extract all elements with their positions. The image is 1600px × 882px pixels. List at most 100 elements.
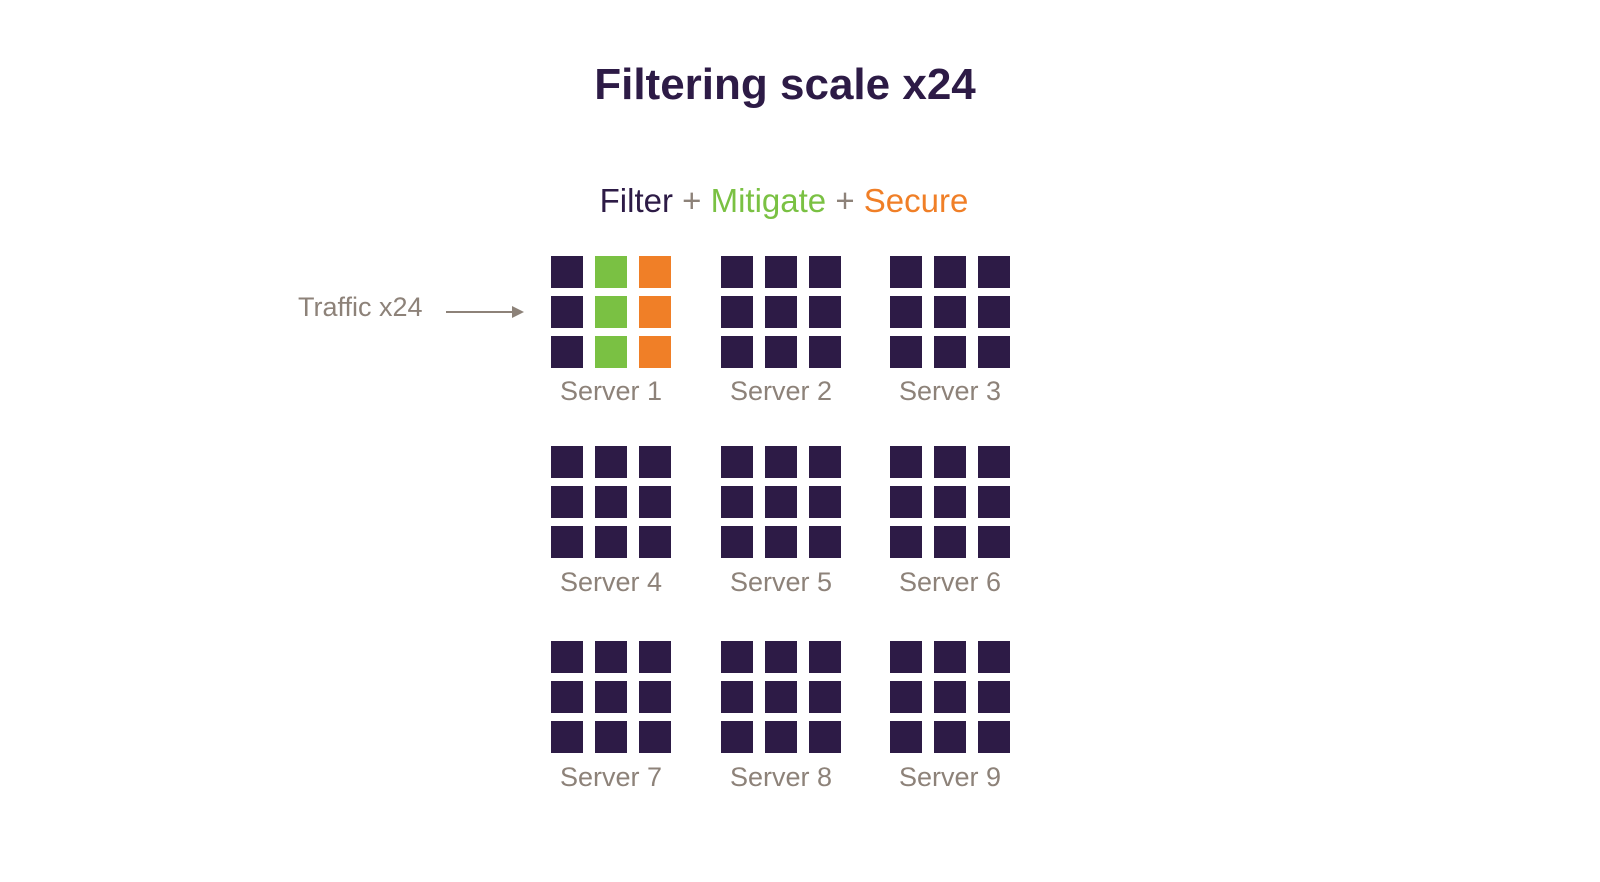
server-cell-filter xyxy=(721,256,753,288)
server-cell-filter xyxy=(978,256,1010,288)
server-cell-grid xyxy=(551,256,671,368)
server-cell-filter xyxy=(721,446,753,478)
server-cell-filter xyxy=(639,486,671,518)
traffic-label: Traffic x24 xyxy=(298,292,423,322)
server-cell-grid xyxy=(551,641,671,753)
server-cell-filter xyxy=(595,446,627,478)
server-cell-secure xyxy=(639,256,671,288)
server-cell-grid xyxy=(890,256,1010,368)
server-cell-filter xyxy=(639,446,671,478)
server-label: Server 9 xyxy=(898,762,1002,792)
server-cell-filter xyxy=(639,641,671,673)
server-1: Server 1 xyxy=(551,256,671,406)
server-cell-filter xyxy=(978,336,1010,368)
server-cell-filter xyxy=(978,721,1010,753)
server-cell-filter xyxy=(551,256,583,288)
server-cell-mitigate xyxy=(595,336,627,368)
server-cell-filter xyxy=(890,526,922,558)
server-cell-filter xyxy=(551,721,583,753)
server-cell-filter xyxy=(551,446,583,478)
server-cell-filter xyxy=(809,336,841,368)
server-cell-filter xyxy=(890,721,922,753)
server-label: Server 4 xyxy=(559,567,663,597)
diagram-title: Filtering scale x24 xyxy=(594,60,976,109)
server-cell-filter xyxy=(934,446,966,478)
server-cell-filter xyxy=(765,256,797,288)
server-cell-filter xyxy=(890,336,922,368)
server-3: Server 3 xyxy=(890,256,1010,406)
server-cell-filter xyxy=(890,256,922,288)
server-cell-filter xyxy=(595,681,627,713)
server-label: Server 5 xyxy=(729,567,833,597)
server-label: Server 6 xyxy=(898,567,1002,597)
server-cell-filter xyxy=(551,681,583,713)
server-cell-filter xyxy=(809,526,841,558)
server-cell-grid xyxy=(721,446,841,558)
server-cell-filter xyxy=(890,486,922,518)
server-cell-filter xyxy=(934,296,966,328)
server-cell-filter xyxy=(721,486,753,518)
server-cell-filter xyxy=(551,641,583,673)
server-cell-filter xyxy=(551,486,583,518)
server-cell-filter xyxy=(721,336,753,368)
server-cell-filter xyxy=(551,526,583,558)
server-cell-filter xyxy=(765,296,797,328)
server-cell-filter xyxy=(809,681,841,713)
server-cell-filter xyxy=(809,446,841,478)
server-cell-filter xyxy=(765,721,797,753)
server-cell-filter xyxy=(809,641,841,673)
server-cell-filter xyxy=(809,296,841,328)
server-cell-filter xyxy=(551,296,583,328)
server-label: Server 1 xyxy=(559,376,663,406)
legend-plus-1: + xyxy=(682,182,702,219)
server-cell-filter xyxy=(978,641,1010,673)
server-cell-filter xyxy=(595,641,627,673)
server-cell-mitigate xyxy=(595,256,627,288)
server-label: Server 2 xyxy=(729,376,833,406)
server-4: Server 4 xyxy=(551,446,671,597)
server-7: Server 7 xyxy=(551,641,671,792)
legend-plus-2: + xyxy=(835,182,855,219)
legend-secure: Secure xyxy=(863,182,969,219)
server-cell-filter xyxy=(595,486,627,518)
server-cell-filter xyxy=(809,256,841,288)
server-label: Server 3 xyxy=(898,376,1002,406)
server-cell-filter xyxy=(934,721,966,753)
server-cell-filter xyxy=(721,526,753,558)
server-cell-filter xyxy=(809,721,841,753)
server-cell-filter xyxy=(890,681,922,713)
server-8: Server 8 xyxy=(721,641,841,792)
server-cell-filter xyxy=(765,681,797,713)
server-cell-filter xyxy=(639,721,671,753)
server-cell-filter xyxy=(639,681,671,713)
server-cell-filter xyxy=(890,446,922,478)
server-cell-filter xyxy=(765,336,797,368)
server-cell-filter xyxy=(934,526,966,558)
server-cell-filter xyxy=(595,721,627,753)
server-cell-filter xyxy=(978,446,1010,478)
server-cell-filter xyxy=(934,256,966,288)
legend-subtitle: Filter + Mitigate + Secure xyxy=(0,182,1568,220)
server-cell-filter xyxy=(765,486,797,518)
server-cell-grid xyxy=(890,641,1010,753)
server-2: Server 2 xyxy=(721,256,841,406)
server-cell-filter xyxy=(721,641,753,673)
server-label: Server 7 xyxy=(559,762,663,792)
server-cell-grid xyxy=(890,446,1010,558)
server-cell-filter xyxy=(978,296,1010,328)
server-cell-filter xyxy=(721,721,753,753)
server-5: Server 5 xyxy=(721,446,841,597)
server-cell-filter xyxy=(978,486,1010,518)
server-cell-filter xyxy=(595,526,627,558)
server-cell-filter xyxy=(934,486,966,518)
server-cell-mitigate xyxy=(595,296,627,328)
server-cell-filter xyxy=(934,336,966,368)
server-label: Server 8 xyxy=(729,762,833,792)
server-9: Server 9 xyxy=(890,641,1010,792)
legend-mitigate: Mitigate xyxy=(710,182,827,219)
server-cell-filter xyxy=(934,681,966,713)
legend-filter: Filter xyxy=(599,182,673,219)
server-cell-filter xyxy=(765,526,797,558)
server-cell-filter xyxy=(765,446,797,478)
server-cell-grid xyxy=(551,446,671,558)
